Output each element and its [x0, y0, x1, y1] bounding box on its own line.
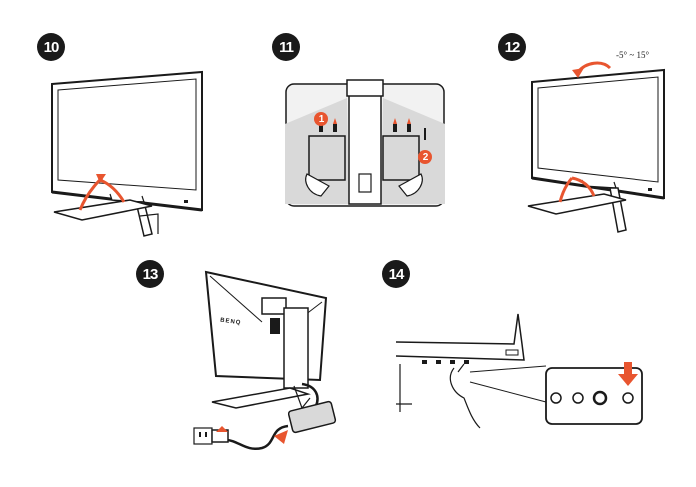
- step-number: 14: [388, 265, 405, 283]
- callout-number: 1: [318, 113, 324, 125]
- control-buttons-illustration: [395, 313, 643, 429]
- callout-number: 2: [422, 151, 428, 163]
- monitor-illustration: [51, 70, 203, 237]
- callout-badge: 1: [314, 112, 328, 126]
- step-number-badge: 14: [382, 260, 410, 288]
- step-number: 10: [43, 38, 60, 56]
- step-number-badge: 12: [498, 33, 526, 61]
- step-number-badge: 11: [272, 33, 300, 61]
- tilt-angle-label: -5° ~ 15°: [616, 50, 650, 60]
- step-number-badge: 10: [37, 33, 65, 61]
- vesa-cover-illustration: [285, 79, 445, 207]
- callout-badge: 2: [418, 150, 432, 164]
- power-connection-illustration: [193, 270, 337, 451]
- step-number: 13: [142, 265, 159, 283]
- tilt-illustration: [527, 61, 665, 233]
- step-number: 11: [279, 38, 294, 56]
- step-number: 12: [504, 38, 521, 56]
- step-number-badge: 13: [136, 260, 164, 288]
